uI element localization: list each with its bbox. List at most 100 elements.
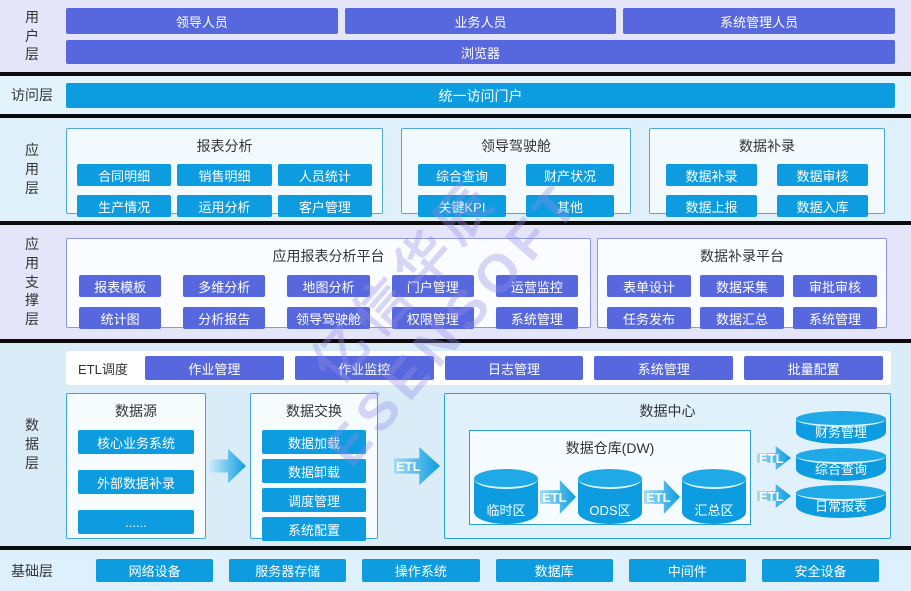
- support-layer-band: 应用支撑层 应用报表分析平台 报表模板 多维分析 地图分析 门户管理 运营监控 …: [0, 225, 911, 339]
- unified-portal-box: 统一访问门户: [66, 83, 895, 108]
- app-layer-label-text: 应用层: [25, 142, 39, 196]
- group-title: 数据交换: [286, 403, 342, 419]
- browser-box: 浏览器: [66, 40, 895, 64]
- item-box: 外部数据补录: [78, 470, 194, 494]
- cylinder-label: ODS区: [589, 503, 631, 518]
- user-layer-band: 用户层 领导人员 业务人员 系统管理人员 浏览器: [0, 0, 911, 72]
- etl-arrow-icon: ETL: [757, 484, 791, 508]
- etl-arrow-icon: ETL: [540, 480, 576, 514]
- entry-platform-group: 数据补录平台 表单设计 数据采集 审批审核 任务发布 数据汇总 系统管理: [597, 238, 887, 329]
- data-center-group: 数据中心 数据仓库(DW) 临时区 ETL ODS区: [444, 393, 891, 539]
- data-source-group: 数据源 核心业务系统 外部数据补录 ......: [66, 393, 206, 539]
- cylinder-label: 财务管理: [814, 425, 867, 440]
- layer-divider: [0, 221, 911, 225]
- item-box: 数据上报: [666, 195, 757, 217]
- item-box: 系统管理: [793, 307, 877, 329]
- item-box: 生产情况: [77, 195, 172, 217]
- item-box: 操作系统: [362, 559, 480, 582]
- group-items: 综合查询 财产状况 关键KPI 其他: [402, 156, 630, 217]
- app-layer-band: 应用层 报表分析 合同明细 销售明细 人员统计 生产情况 运用分析 客户管理 领…: [0, 118, 911, 221]
- item-box: 数据汇总: [700, 307, 784, 329]
- item-box: 审批审核: [793, 275, 877, 297]
- item-box: 运营监控: [495, 275, 578, 297]
- output-cylinders: 财务管理 综合查询 日常报表: [796, 411, 886, 518]
- report-platform-group: 应用报表分析平台 报表模板 多维分析 地图分析 门户管理 运营监控 统计图 分析…: [66, 238, 591, 329]
- etl-arrow-label: ETL: [646, 489, 671, 505]
- data-flow-row: 数据源 核心业务系统 外部数据补录 ...... 数据交换 数据加载 数据卸载 …: [66, 393, 891, 541]
- item-box: 调度管理: [262, 488, 366, 512]
- item-box: ......: [78, 510, 194, 534]
- item-box: 系统管理: [495, 307, 578, 329]
- db-cylinder: 汇总区: [682, 469, 746, 524]
- item-box: 任务发布: [607, 307, 691, 329]
- leader-cockpit-group: 领导驾驶舱 综合查询 财产状况 关键KPI 其他: [401, 128, 631, 217]
- etl-output-arrows: ETL ETL: [757, 446, 791, 508]
- data-warehouse-box: 数据仓库(DW) 临时区 ETL ODS区: [469, 430, 751, 525]
- item-box: 人员统计: [277, 164, 372, 186]
- group-title: 数据仓库(DW): [565, 440, 655, 456]
- cylinder-label: 综合查询: [814, 462, 867, 477]
- base-layer-label: 基础层: [0, 550, 64, 591]
- item-box: 核心业务系统: [78, 430, 194, 454]
- db-cylinder: 财务管理: [796, 411, 886, 444]
- item-box: 关键KPI: [418, 195, 506, 217]
- etl-schedule-bar: ETL调度 作业管理 作业监控 日志管理 系统管理 批量配置: [66, 351, 891, 385]
- item-box: 门户管理: [391, 275, 474, 297]
- app-layer-content: 报表分析 合同明细 销售明细 人员统计 生产情况 运用分析 客户管理 领导驾驶舱…: [64, 118, 911, 221]
- item-box: 作业监控: [294, 356, 434, 380]
- item-box: 表单设计: [607, 275, 691, 297]
- item-box: 财产状况: [526, 164, 614, 186]
- base-layer-content: 网络设备 服务器存储 操作系统 数据库 中间件 安全设备: [64, 550, 911, 591]
- support-layer-label: 应用支撑层: [0, 225, 64, 339]
- base-layer-label-text: 基础层: [11, 562, 53, 579]
- item-box: 服务器存储: [229, 559, 347, 582]
- user-layer-label: 用户层: [0, 0, 64, 72]
- group-title: 领导驾驶舱: [481, 138, 551, 154]
- db-cylinder: 临时区: [474, 469, 538, 524]
- etl-arrow-label: ETL: [396, 458, 421, 474]
- data-layer-band: 数据层 ETL调度 作业管理 作业监控 日志管理 系统管理 批量配置 数据源 核…: [0, 343, 911, 546]
- item-box: 作业管理: [145, 356, 284, 380]
- support-layer-label-text: 应用支撑层: [25, 235, 39, 328]
- etl-arrow-icon: ETL: [644, 480, 680, 514]
- group-title: 数据补录: [739, 138, 795, 154]
- data-entry-group: 数据补录 数据补录 数据审核 数据上报 数据入库: [649, 128, 885, 217]
- app-layer-label: 应用层: [0, 118, 64, 221]
- access-layer-label: 访问层: [0, 76, 64, 114]
- access-layer-label-text: 访问层: [11, 87, 53, 103]
- cylinder-label: 日常报表: [814, 499, 867, 514]
- group-items: 数据补录 数据审核 数据上报 数据入库: [650, 156, 884, 217]
- item-box: 综合查询: [418, 164, 506, 186]
- item-box: 数据卸载: [262, 459, 366, 483]
- item-box: 领导驾驶舱: [287, 307, 370, 329]
- user-layer-label-text: 用户层: [25, 8, 39, 63]
- report-analysis-group: 报表分析 合同明细 销售明细 人员统计 生产情况 运用分析 客户管理: [66, 128, 383, 217]
- etl-arrow-label: ETL: [542, 489, 567, 505]
- item-box: 安全设备: [761, 559, 880, 582]
- user-role-box: 业务人员: [344, 8, 617, 34]
- item-box: 合同明细: [77, 164, 172, 186]
- user-layer-content: 领导人员 业务人员 系统管理人员 浏览器: [64, 0, 911, 72]
- support-layer-content: 应用报表分析平台 报表模板 多维分析 地图分析 门户管理 运营监控 统计图 分析…: [64, 225, 911, 339]
- data-layer-label: 数据层: [0, 343, 64, 546]
- item-box: 销售明细: [177, 164, 272, 186]
- group-title: 应用报表分析平台: [272, 248, 385, 264]
- group-items: 表单设计 数据采集 审批审核 任务发布 数据汇总 系统管理: [598, 266, 886, 329]
- item-box: 分析报告: [183, 307, 266, 329]
- etl-arrow-label: ETL: [759, 488, 784, 504]
- arrow-right-icon: [210, 448, 246, 484]
- item-box: 客户管理: [277, 195, 372, 217]
- user-roles-row: 领导人员 业务人员 系统管理人员: [66, 8, 896, 34]
- cylinder-label: 临时区: [486, 503, 526, 518]
- group-title: 数据中心: [639, 403, 696, 419]
- item-box: 地图分析: [287, 275, 370, 297]
- item-box: 网络设备: [96, 559, 214, 582]
- etl-arrow-icon: ETL: [757, 446, 791, 470]
- access-layer-band: 访问层 统一访问门户: [0, 76, 911, 114]
- item-box: 运用分析: [177, 195, 272, 217]
- item-box: 日志管理: [444, 356, 584, 380]
- group-title: 数据源: [115, 403, 157, 419]
- layer-divider: [0, 114, 911, 118]
- item-box: 报表模板: [79, 275, 162, 297]
